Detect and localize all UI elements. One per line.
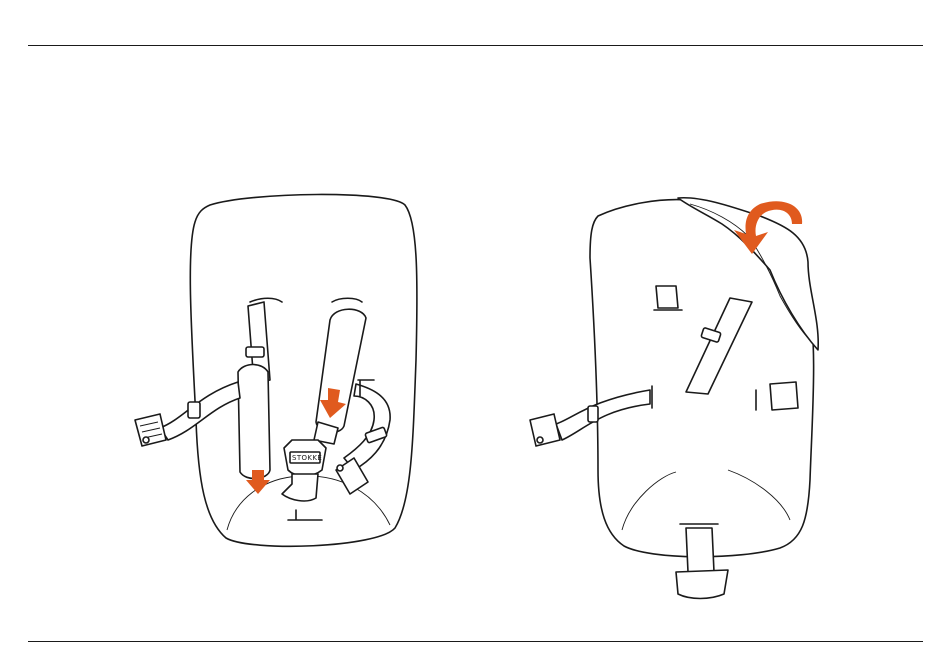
left-figure-seat-harness: STOKKE	[135, 194, 417, 546]
right-fig-left-buckle-hole	[537, 437, 543, 443]
left-buckle-hole	[143, 437, 149, 443]
right-fig-right-buckle	[770, 382, 798, 410]
right-figure-cover-peeled	[530, 198, 818, 599]
right-fig-crotch-buckle	[676, 570, 728, 599]
left-strap-buckle	[246, 347, 264, 357]
left-shoulder-slot	[656, 286, 678, 308]
right-fig-left-buckle	[530, 414, 560, 446]
right-fig-crotch-strap	[686, 528, 714, 572]
right-buckle-hole	[337, 465, 343, 471]
right-fig-left-adjuster	[588, 406, 598, 422]
left-waist-adjuster	[188, 402, 200, 418]
stokke-logo-text: STOKKE	[292, 454, 322, 462]
left-shoulder-pad	[238, 365, 270, 479]
